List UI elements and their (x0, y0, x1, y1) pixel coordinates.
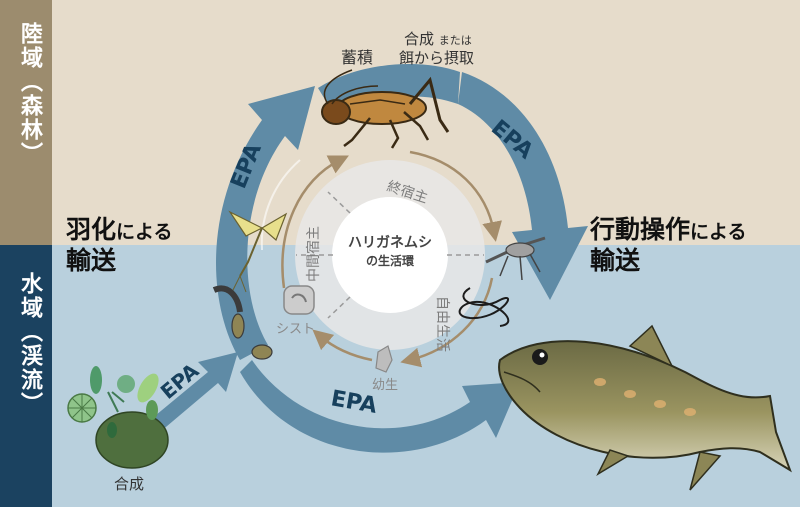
manipulation-particle: による (690, 221, 747, 243)
water-region-label: 水域（渓流） (17, 272, 42, 416)
manipulation-main: 行動操作 (590, 215, 691, 244)
synthesis-label: 合成 または (404, 28, 472, 49)
lifecycle-center-line1: ハリガネムシ (348, 235, 432, 251)
mayfly-illustration (228, 210, 288, 293)
lifecycle-center-line2: の生活環 (365, 254, 414, 269)
worm-coils (458, 287, 510, 327)
lifecycle-disk-center (332, 197, 448, 313)
intake-label: 餌から摂取 (399, 49, 475, 67)
cycle-arrow-left (281, 155, 349, 289)
trout-illustration (498, 324, 792, 491)
inner-white-ring (260, 159, 301, 251)
algae-synthesis-label: 合成 (114, 475, 145, 493)
land-side-bar (0, 0, 52, 245)
manipulation-transport-label: 行動操作による 輸送 (590, 214, 746, 277)
emergence-particle: による (116, 221, 173, 243)
cycle-arrow-top (409, 150, 502, 242)
label-intermediate-host: 中間宿主 (305, 226, 322, 282)
larva-label: 幼生 (372, 378, 399, 393)
manipulation-second: 輸送 (590, 246, 641, 276)
algae-illustration (67, 366, 169, 469)
nymph-illustrations (212, 285, 273, 360)
algae-epa-arrow (150, 352, 238, 432)
land-region-label: 陸域（森林） (17, 22, 42, 166)
lifecycle-center-title: ハリガネムシ の生活環 (335, 234, 445, 270)
accumulate-label: 蓄積 (341, 48, 374, 67)
synthesis-main: 合成 (404, 30, 435, 48)
cyst-icon (283, 285, 315, 315)
emergence-second: 輸送 (66, 246, 117, 276)
water-side-bar (0, 245, 52, 507)
emergence-main: 羽化 (66, 215, 117, 244)
synthesis-small: または (438, 34, 472, 47)
cyst-label: シスト (276, 322, 316, 337)
emergence-transport-label: 羽化による 輸送 (66, 214, 172, 277)
mantis-illustration (485, 236, 546, 281)
label-free-living: 自由生活 (434, 296, 450, 352)
cycle-arrow-right (400, 277, 494, 368)
larva-icon (375, 345, 393, 373)
cricket-illustration (321, 69, 450, 149)
cycle-arrow-bottom (312, 329, 373, 362)
